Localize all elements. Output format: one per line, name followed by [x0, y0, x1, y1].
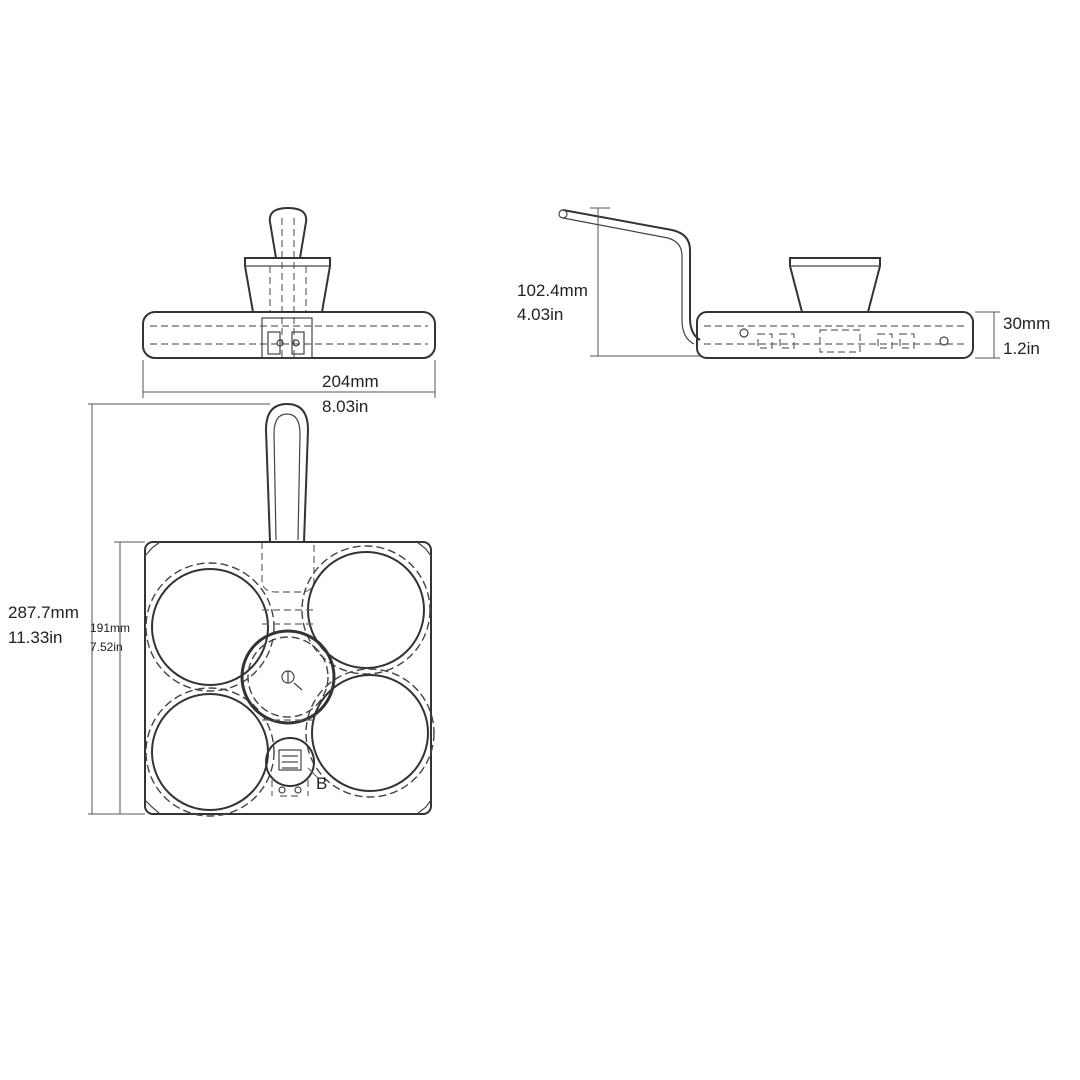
top-length-mm: 287.7mm	[8, 603, 79, 622]
top-width-mm: 191mm	[90, 621, 130, 635]
center-cup	[240, 629, 336, 725]
cup-circle-bottom-left	[151, 693, 269, 811]
cup-circle-top-left	[151, 568, 269, 686]
front-view: 204mm 8.03in	[142, 206, 436, 416]
top-length-in: 11.33in	[8, 628, 63, 647]
detail-b-label: B	[316, 774, 327, 793]
side-height-in: 4.03in	[517, 305, 563, 324]
side-height-mm: 102.4mm	[517, 281, 588, 300]
top-plate	[144, 541, 432, 815]
side-base-in: 1.2in	[1003, 339, 1040, 358]
top-view: B 287.7mm 11.33in 191mm 7.52in	[8, 402, 435, 817]
cup-circle-bottom-right	[311, 674, 429, 792]
release-mechanism	[265, 737, 315, 787]
side-base	[696, 311, 974, 359]
side-view: 102.4mm 4.03in 30mm 1.2in	[517, 207, 1050, 359]
front-handle	[268, 206, 308, 259]
top-handle	[264, 402, 310, 543]
side-base-mm: 30mm	[1003, 314, 1050, 333]
top-width-in: 7.52in	[90, 640, 123, 654]
side-handle	[562, 209, 701, 341]
front-width-in: 8.03in	[322, 397, 368, 416]
front-width-mm: 204mm	[322, 372, 379, 391]
front-base	[142, 311, 436, 359]
